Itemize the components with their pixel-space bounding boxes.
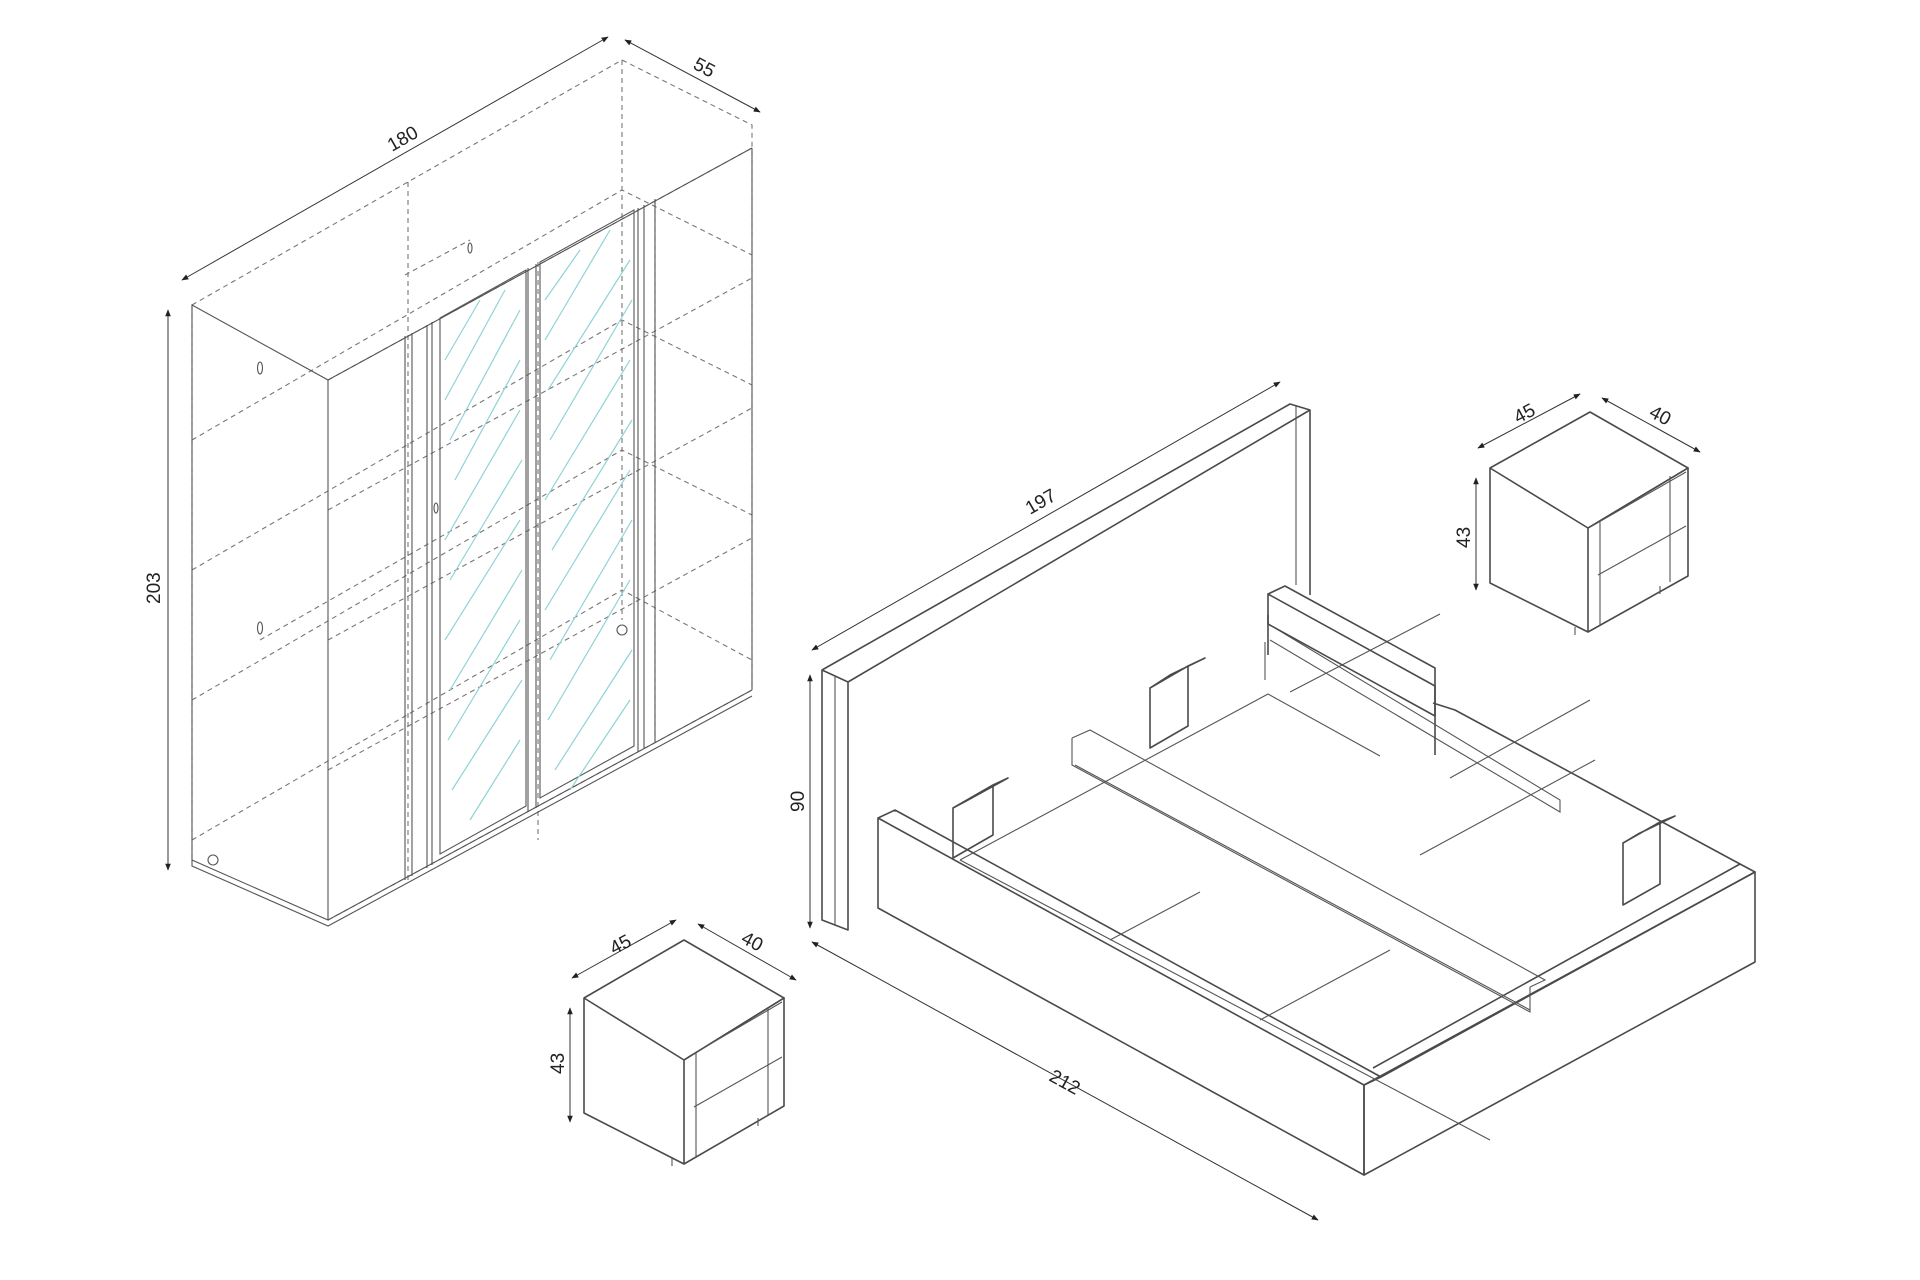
nightstand-left-dimensions: 45 40 43 bbox=[548, 919, 797, 1123]
mirror-door-right bbox=[539, 209, 635, 799]
nightstand-right-depth-label: 40 bbox=[1646, 402, 1675, 430]
wardrobe: 180 55 203 bbox=[144, 36, 761, 927]
wardrobe-height-label: 203 bbox=[144, 572, 165, 604]
nightstand-right-height-label: 43 bbox=[1454, 527, 1475, 548]
bed-center-divider bbox=[1267, 585, 1436, 755]
wardrobe-hidden-lines bbox=[191, 59, 753, 921]
wardrobe-handles bbox=[207, 242, 628, 866]
wardrobe-width-line bbox=[181, 36, 609, 281]
nightstand-left-height-label: 43 bbox=[548, 1053, 569, 1074]
wardrobe-front bbox=[191, 147, 753, 927]
bed-headboard-height-label: 90 bbox=[788, 791, 809, 812]
bed-headboard bbox=[821, 403, 1311, 931]
nightstand-right-dimensions: 45 40 43 bbox=[1454, 393, 1701, 591]
bed-slats bbox=[959, 613, 1596, 1141]
bed-length-label: 212 bbox=[1046, 1066, 1084, 1100]
nightstand-left-depth-label: 40 bbox=[738, 928, 767, 956]
bed-dimensions: 197 90 212 bbox=[788, 381, 1319, 1221]
nightstand-right-depth-line bbox=[1601, 397, 1701, 453]
bed-support-posts bbox=[952, 615, 1676, 906]
bed-frame bbox=[877, 702, 1756, 1176]
wardrobe-depth-label: 55 bbox=[690, 54, 719, 82]
wardrobe-depth-line bbox=[624, 39, 761, 113]
nightstand-right: 45 40 43 bbox=[1454, 393, 1701, 635]
nightstand-right-width-label: 45 bbox=[1510, 400, 1539, 428]
mirror-door-left bbox=[439, 269, 527, 855]
nightstand-right-width-line bbox=[1477, 393, 1581, 449]
bed: 197 90 212 bbox=[788, 381, 1756, 1221]
nightstand-left: 45 40 43 bbox=[548, 919, 797, 1166]
bed-length-line bbox=[811, 941, 1319, 1221]
wardrobe-dimensions: 180 55 203 bbox=[144, 36, 761, 871]
nightstand-left-depth-line bbox=[697, 923, 797, 981]
wardrobe-width-label: 180 bbox=[384, 122, 422, 156]
nightstand-left-width-label: 45 bbox=[606, 931, 635, 959]
bed-headboard-width-label: 197 bbox=[1022, 485, 1060, 519]
nightstand-left-width-line bbox=[571, 919, 677, 979]
bed-headboard-width-line bbox=[811, 381, 1281, 651]
